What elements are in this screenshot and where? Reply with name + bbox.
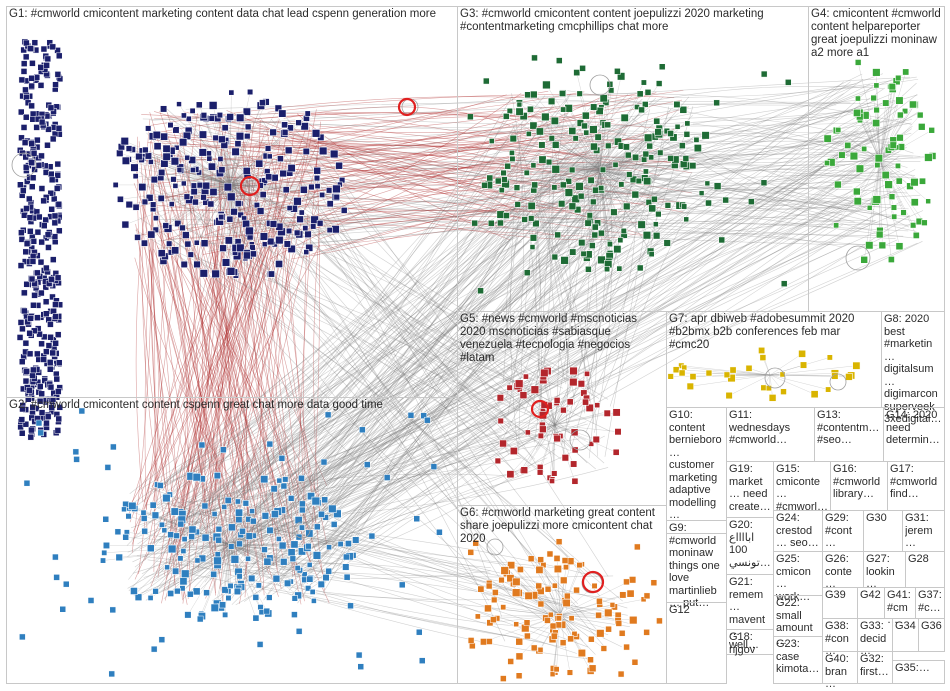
group-box-g18: G18: njgov	[726, 629, 774, 655]
group-label-g35: G35:…	[895, 662, 942, 675]
group-label-g7: G7: apr dbiweb #adobesummit 2020 #b2bmx …	[669, 313, 879, 352]
group-label-g10: G10: content bernieboro… customer market…	[669, 409, 724, 522]
group-box-g28: G28	[905, 551, 945, 588]
group-label-g13: G13: #contentm… #seo…	[817, 409, 881, 447]
group-label-g17: G17: #cmworld find…	[890, 463, 942, 501]
group-box-g20: G20: ابااااع 100 تونسي…	[726, 517, 774, 575]
group-label-g1: G1: #cmworld cmicontent marketing conten…	[9, 8, 455, 21]
group-label-g4: G4: cmicontent #cmworld content helparep…	[811, 8, 942, 60]
group-label-g23: G23: case kimota…	[776, 638, 820, 676]
group-label-g15: G15: cmiconte… #cmworl…	[776, 463, 828, 513]
group-box-g25: G25: cmicon… work…	[773, 551, 823, 596]
group-box-g35: G35:…	[892, 660, 945, 684]
group-box-g2: G2: #cmworld cmicontent content cspenn g…	[6, 397, 458, 684]
group-label-g14: G14: 2020 need determin…	[886, 409, 942, 447]
group-box-g12: G12	[666, 602, 727, 684]
group-label-g9: G9: #cmworld moninaw things one love mar…	[669, 522, 724, 610]
group-box-g24: G24: crestod… seo…	[773, 510, 823, 552]
group-box-g16: G16: #cmworld library…	[830, 461, 888, 511]
group-label-g39: G39	[825, 589, 855, 602]
group-label-g36: G36	[921, 620, 942, 633]
group-label-g29: G29: #cont…	[825, 512, 861, 550]
group-box-g30: G30	[863, 510, 903, 552]
group-box-g26: G26: conte…	[822, 551, 864, 588]
group-box-g23: G23: case kimota…	[773, 636, 823, 684]
group-box-g3: G3: #cmworld cmicontent content joepuliz…	[457, 6, 809, 312]
group-label-g32: G32: first…	[860, 653, 890, 678]
group-label-g18: G18: njgov	[729, 631, 771, 656]
group-box-g33: G33: decid…	[857, 618, 893, 652]
group-box-g39: G39	[822, 587, 858, 619]
group-label-g26: G26: conte…	[825, 553, 861, 591]
group-label-g34: G34	[895, 620, 916, 633]
group-box-g14: G14: 2020 need determin…	[883, 407, 945, 462]
group-label-g6: G6: #cmworld marketing great content sha…	[460, 507, 664, 546]
group-box-g15: G15: cmiconte… #cmworl…	[773, 461, 831, 511]
group-box-g22: G22: small amount…	[773, 595, 823, 637]
group-label-g20: G20: ابااااع 100 تونسي…	[729, 519, 771, 569]
group-label-g27: G27: lookin…	[866, 553, 903, 591]
group-box-g29: G29: #cont…	[822, 510, 864, 552]
group-box-g27: G27: lookin…	[863, 551, 906, 588]
group-label-g24: G24: crestod… seo…	[776, 512, 820, 550]
group-label-g2: G2: #cmworld cmicontent content cspenn g…	[9, 399, 455, 412]
group-label-g28: G28	[908, 553, 942, 566]
group-box-g8: G8: 2020 best #marketin… digitalsum… dig…	[881, 311, 945, 408]
group-box-g6: G6: #cmworld marketing great content sha…	[457, 505, 667, 684]
group-box-g19: G19: market… need create…	[726, 461, 774, 518]
group-box-g36: G36	[918, 618, 945, 652]
group-label-g37: G37: #c…	[918, 589, 942, 614]
group-label-g3: G3: #cmworld cmicontent content joepuliz…	[460, 8, 790, 34]
group-label-g42: G42	[860, 589, 882, 602]
group-label-g16: G16: #cmworld library…	[833, 463, 885, 501]
group-label-g40: G40: bran…	[825, 653, 855, 691]
group-box-g40: G40: bran…	[822, 651, 858, 684]
group-box-g34: G34	[892, 618, 919, 652]
group-box-g42: G42	[857, 587, 885, 619]
group-box-g31: G31: jerem…	[902, 510, 945, 552]
group-box-g4: G4: cmicontent #cmworld content helparep…	[808, 6, 945, 312]
group-box-g41: G41: #cm…	[884, 587, 916, 619]
group-box-g9: G9: #cmworld moninaw things one love mar…	[666, 520, 727, 603]
group-box-g21: G21: remem… mavent… well…	[726, 574, 774, 630]
group-label-g30: G30	[866, 512, 900, 525]
group-box-g38: G38: #con…	[822, 618, 858, 652]
group-label-g12: G12	[669, 604, 724, 617]
group-label-g19: G19: market… need create…	[729, 463, 771, 513]
group-box-g32: G32: first…	[857, 651, 893, 684]
group-box-g17: G17: #cmworld find…	[887, 461, 945, 511]
group-box-g13: G13: #contentm… #seo…	[814, 407, 884, 462]
group-box-g5: G5: #news #cmworld #mscnoticias 2020 msc…	[457, 311, 667, 506]
group-box-g37: G37: #c…	[915, 587, 945, 619]
group-box-g11: G11: wednesdays #cmworld…	[726, 407, 815, 462]
group-label-g11: G11: wednesdays #cmworld…	[729, 409, 812, 447]
group-label-g31: G31: jerem…	[905, 512, 942, 550]
group-box-g1: G1: #cmworld cmicontent marketing conten…	[6, 6, 458, 398]
group-box-g7: G7: apr dbiweb #adobesummit 2020 #b2bmx …	[666, 311, 882, 408]
group-label-g5: G5: #news #cmworld #mscnoticias 2020 msc…	[460, 313, 664, 365]
group-box-g10: G10: content bernieboro… customer market…	[666, 407, 727, 534]
